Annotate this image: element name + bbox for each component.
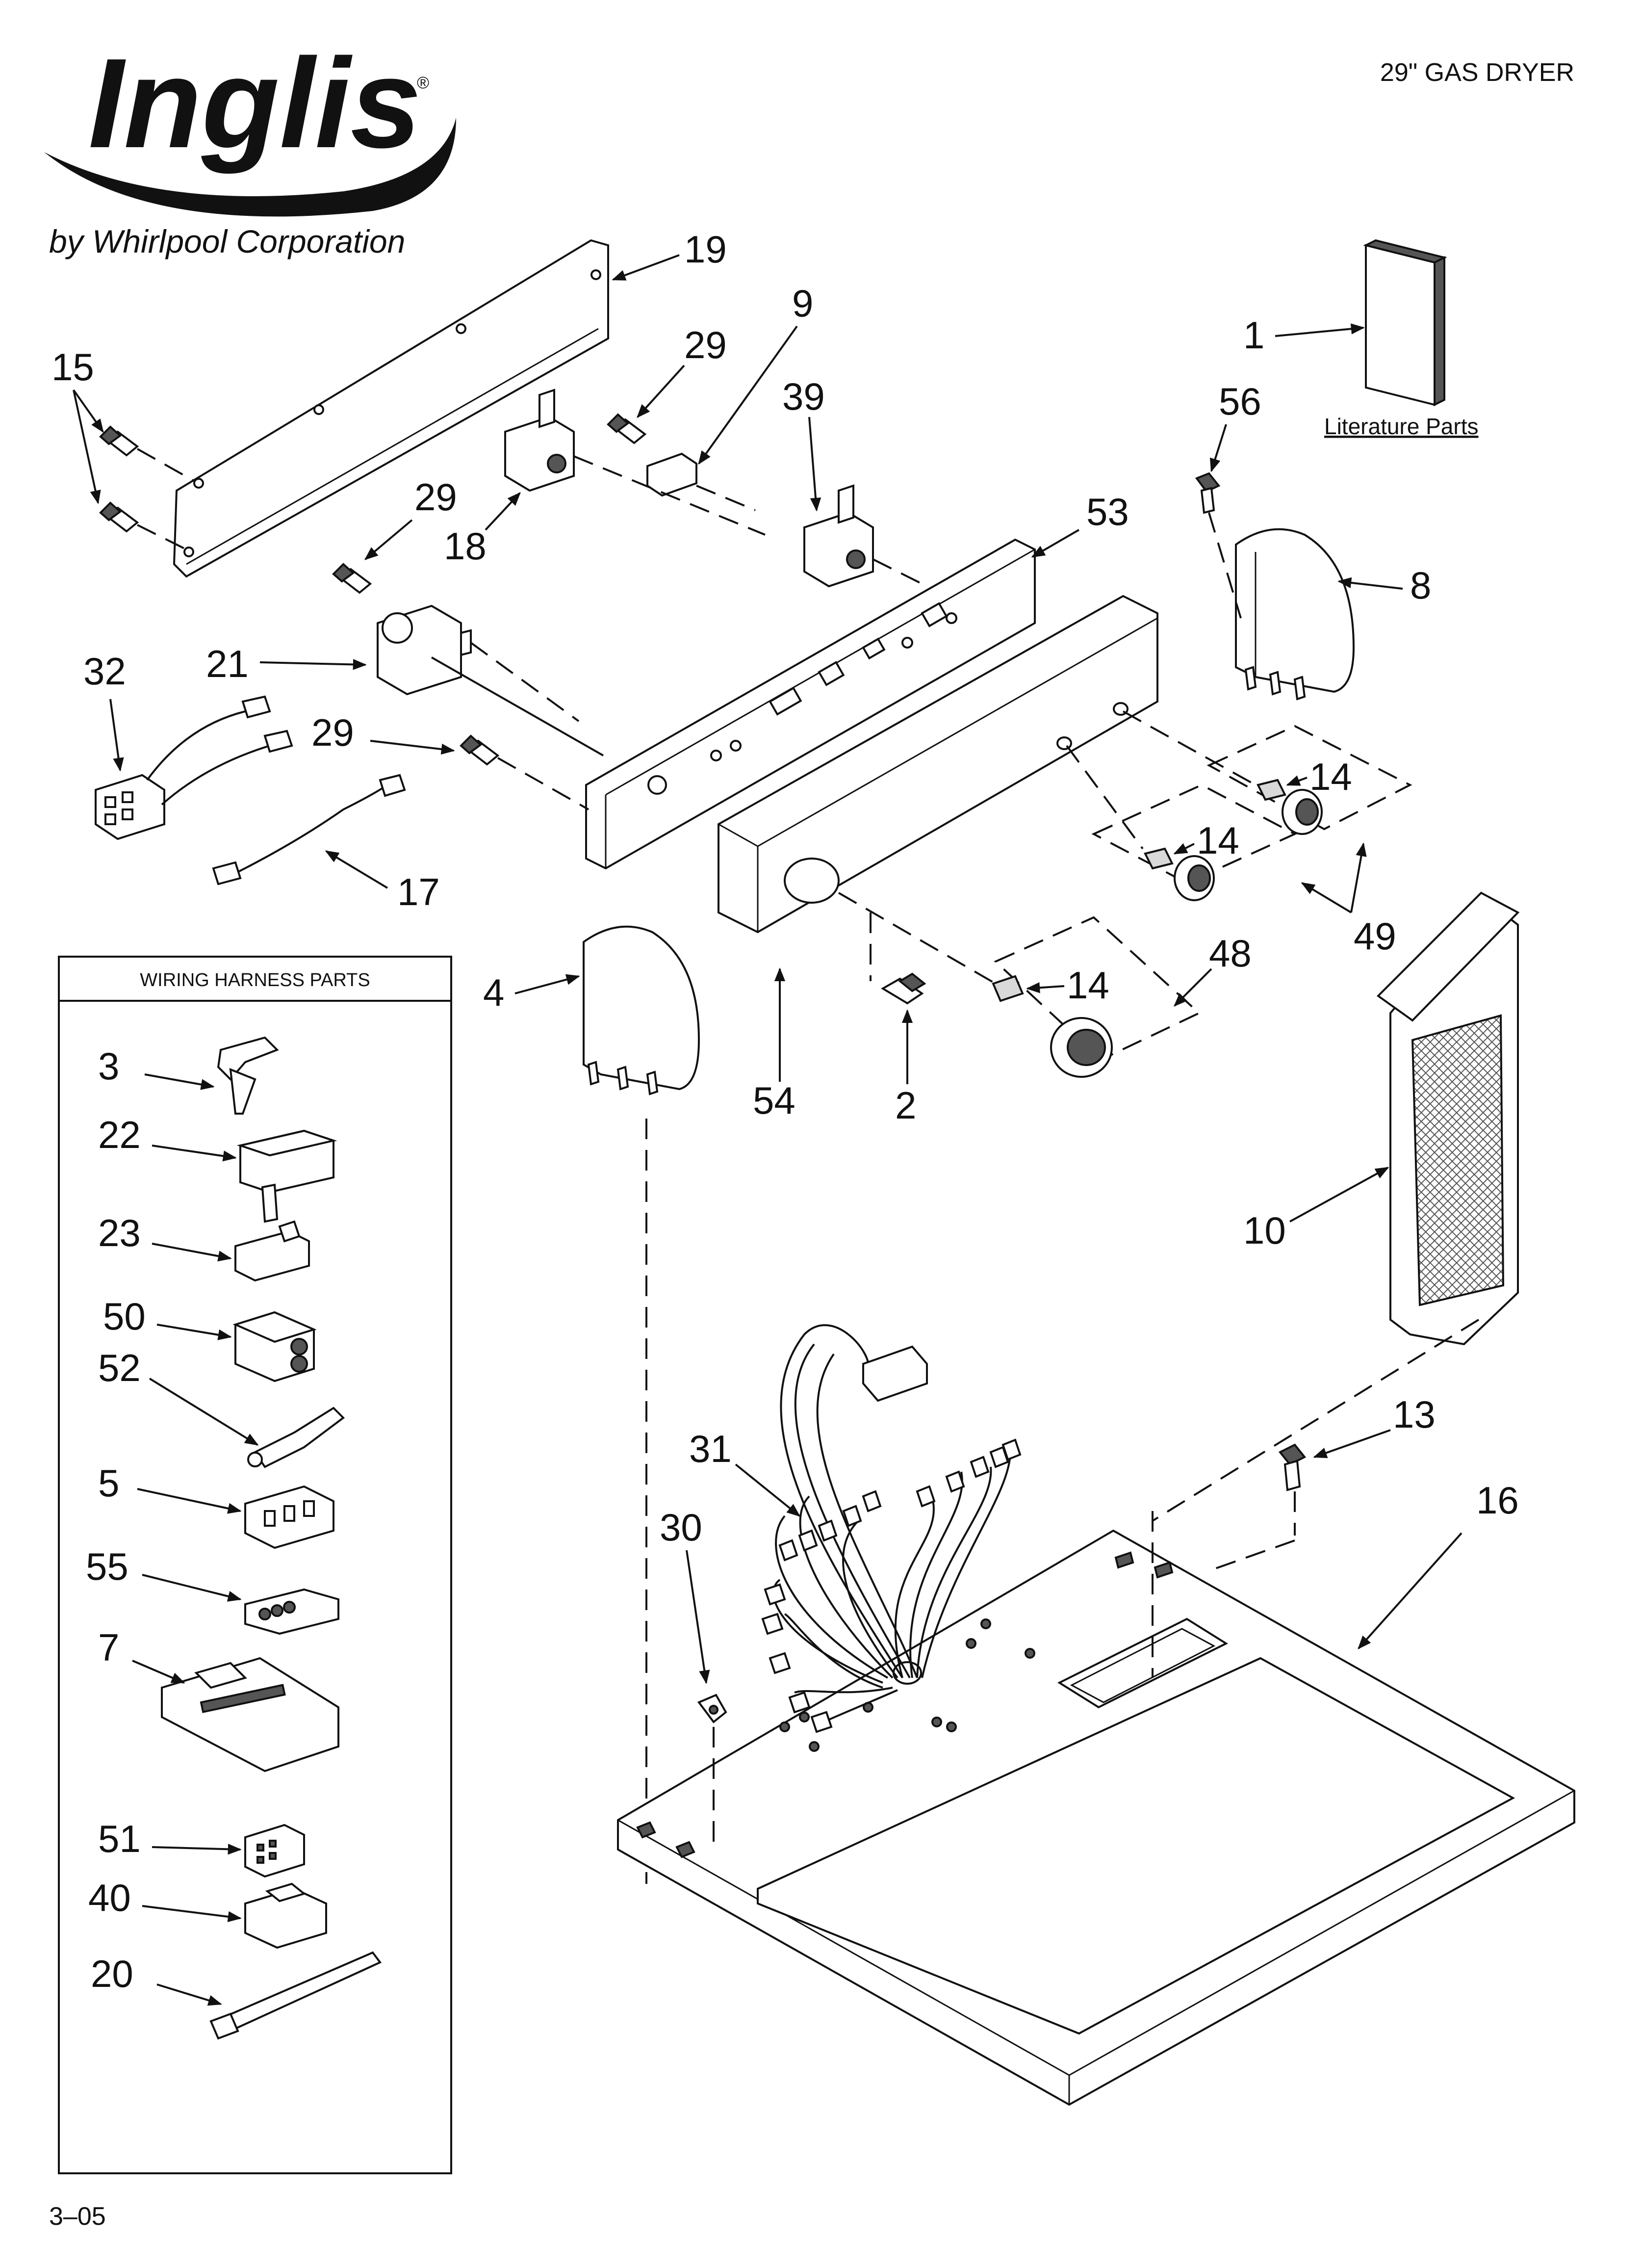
lint-screen-10: [1376, 891, 1520, 1346]
callout-32: 32: [83, 650, 126, 693]
callout-29-top: 29: [684, 323, 727, 366]
callout-5: 5: [98, 1461, 119, 1505]
control-panel-54: [718, 595, 1158, 934]
knob-group-48-dashed: [994, 916, 1201, 1061]
connector-40: [244, 1882, 327, 1949]
timer-21: [377, 604, 604, 756]
registered-mark: ®: [417, 74, 429, 92]
screw-29-top: [607, 413, 647, 444]
cable-tie-20: [209, 1951, 382, 2040]
knob-14-middle: [1144, 847, 1215, 901]
screw-15-bottom: [99, 501, 139, 533]
wire-harness-32: [95, 695, 293, 840]
connector-3: [217, 1036, 279, 1115]
callout-40: 40: [88, 1876, 131, 1919]
connector-5: [244, 1485, 334, 1549]
callout-22: 22: [98, 1113, 141, 1156]
footer-revision-code: 3–05: [49, 2202, 106, 2231]
brand-wordmark: Inglis: [88, 32, 421, 175]
callout-51: 51: [98, 1817, 141, 1860]
callout-52: 52: [98, 1346, 141, 1389]
end-cap-4: [583, 925, 700, 1095]
callout-13: 13: [1393, 1393, 1436, 1436]
callout-29-bottom: 29: [311, 711, 354, 754]
wiring-box-title: WIRING HARNESS PARTS: [140, 970, 370, 991]
wiring-harness-parts-box: WIRING HARNESS PARTS: [58, 956, 452, 2174]
connector-50: [232, 1311, 317, 1382]
brand-tagline: by Whirlpool Corporation: [49, 223, 405, 260]
connector-7: [161, 1657, 339, 1773]
knob-14-upper: [1257, 779, 1323, 835]
rotary-switch-18: [504, 389, 575, 492]
callout-30: 30: [660, 1506, 702, 1549]
callout-4: 4: [483, 971, 504, 1014]
callout-17: 17: [397, 870, 440, 913]
callout-2: 2: [895, 1084, 916, 1127]
knob-group-49-dashed: [1091, 725, 1412, 885]
screw-29-bottom: [460, 734, 500, 766]
model-title: 29" GAS DRYER: [1380, 58, 1574, 87]
end-cap-8: [1235, 528, 1355, 701]
callout-39: 39: [782, 375, 825, 418]
screw-29-middle: [332, 563, 372, 594]
clip-30: [697, 1694, 727, 1723]
callout-54: 54: [753, 1079, 795, 1122]
callout-18: 18: [444, 524, 487, 568]
main-wire-harness-31: [761, 1324, 1022, 1733]
callout-21: 21: [206, 642, 249, 685]
connector-51: [244, 1824, 305, 1878]
callout-53: 53: [1086, 490, 1129, 533]
callout-49: 49: [1354, 914, 1396, 958]
brand-logo: Inglis ®: [44, 32, 456, 217]
literature-booklet: [1363, 239, 1447, 407]
callout-15: 15: [51, 345, 94, 389]
dryer-top-16: [617, 1529, 1575, 2106]
rotary-switch-39: [803, 484, 874, 588]
callout-16: 16: [1476, 1479, 1519, 1522]
callout-29-middle: 29: [414, 475, 457, 519]
callout-19: 19: [684, 228, 727, 271]
screw-15-top: [99, 425, 139, 457]
callout-9: 9: [792, 282, 813, 325]
callout-31: 31: [689, 1427, 732, 1470]
terminal-52: [247, 1407, 345, 1468]
callout-3: 3: [98, 1044, 119, 1088]
callout-55: 55: [86, 1545, 128, 1588]
callout-10: 10: [1243, 1209, 1286, 1252]
callout-1: 1: [1243, 313, 1264, 357]
callout-48: 48: [1209, 932, 1252, 975]
callout-14-upper: 14: [1309, 755, 1352, 798]
wire-harness-17: [212, 774, 406, 886]
callout-14-lower: 14: [1067, 964, 1109, 1007]
callout-56: 56: [1219, 380, 1261, 423]
callout-20: 20: [91, 1952, 133, 1995]
screw-13: [1278, 1443, 1307, 1491]
screw-2: [881, 972, 926, 1005]
clip-9: [646, 452, 697, 497]
callout-8: 8: [1410, 564, 1431, 607]
literature-parts-label: Literature Parts: [1324, 414, 1478, 439]
screw-56: [1195, 472, 1221, 514]
console-back-panel: [173, 239, 609, 578]
callout-14-middle: 14: [1197, 819, 1239, 862]
callout-50: 50: [103, 1295, 146, 1338]
console-bracket-53: [585, 538, 1036, 870]
knob-14-lower: [992, 975, 1113, 1078]
connector-55: [244, 1588, 339, 1635]
callout-7: 7: [98, 1626, 119, 1669]
callout-23: 23: [98, 1211, 141, 1254]
connector-23: [234, 1220, 310, 1282]
connector-22: [236, 1129, 337, 1223]
